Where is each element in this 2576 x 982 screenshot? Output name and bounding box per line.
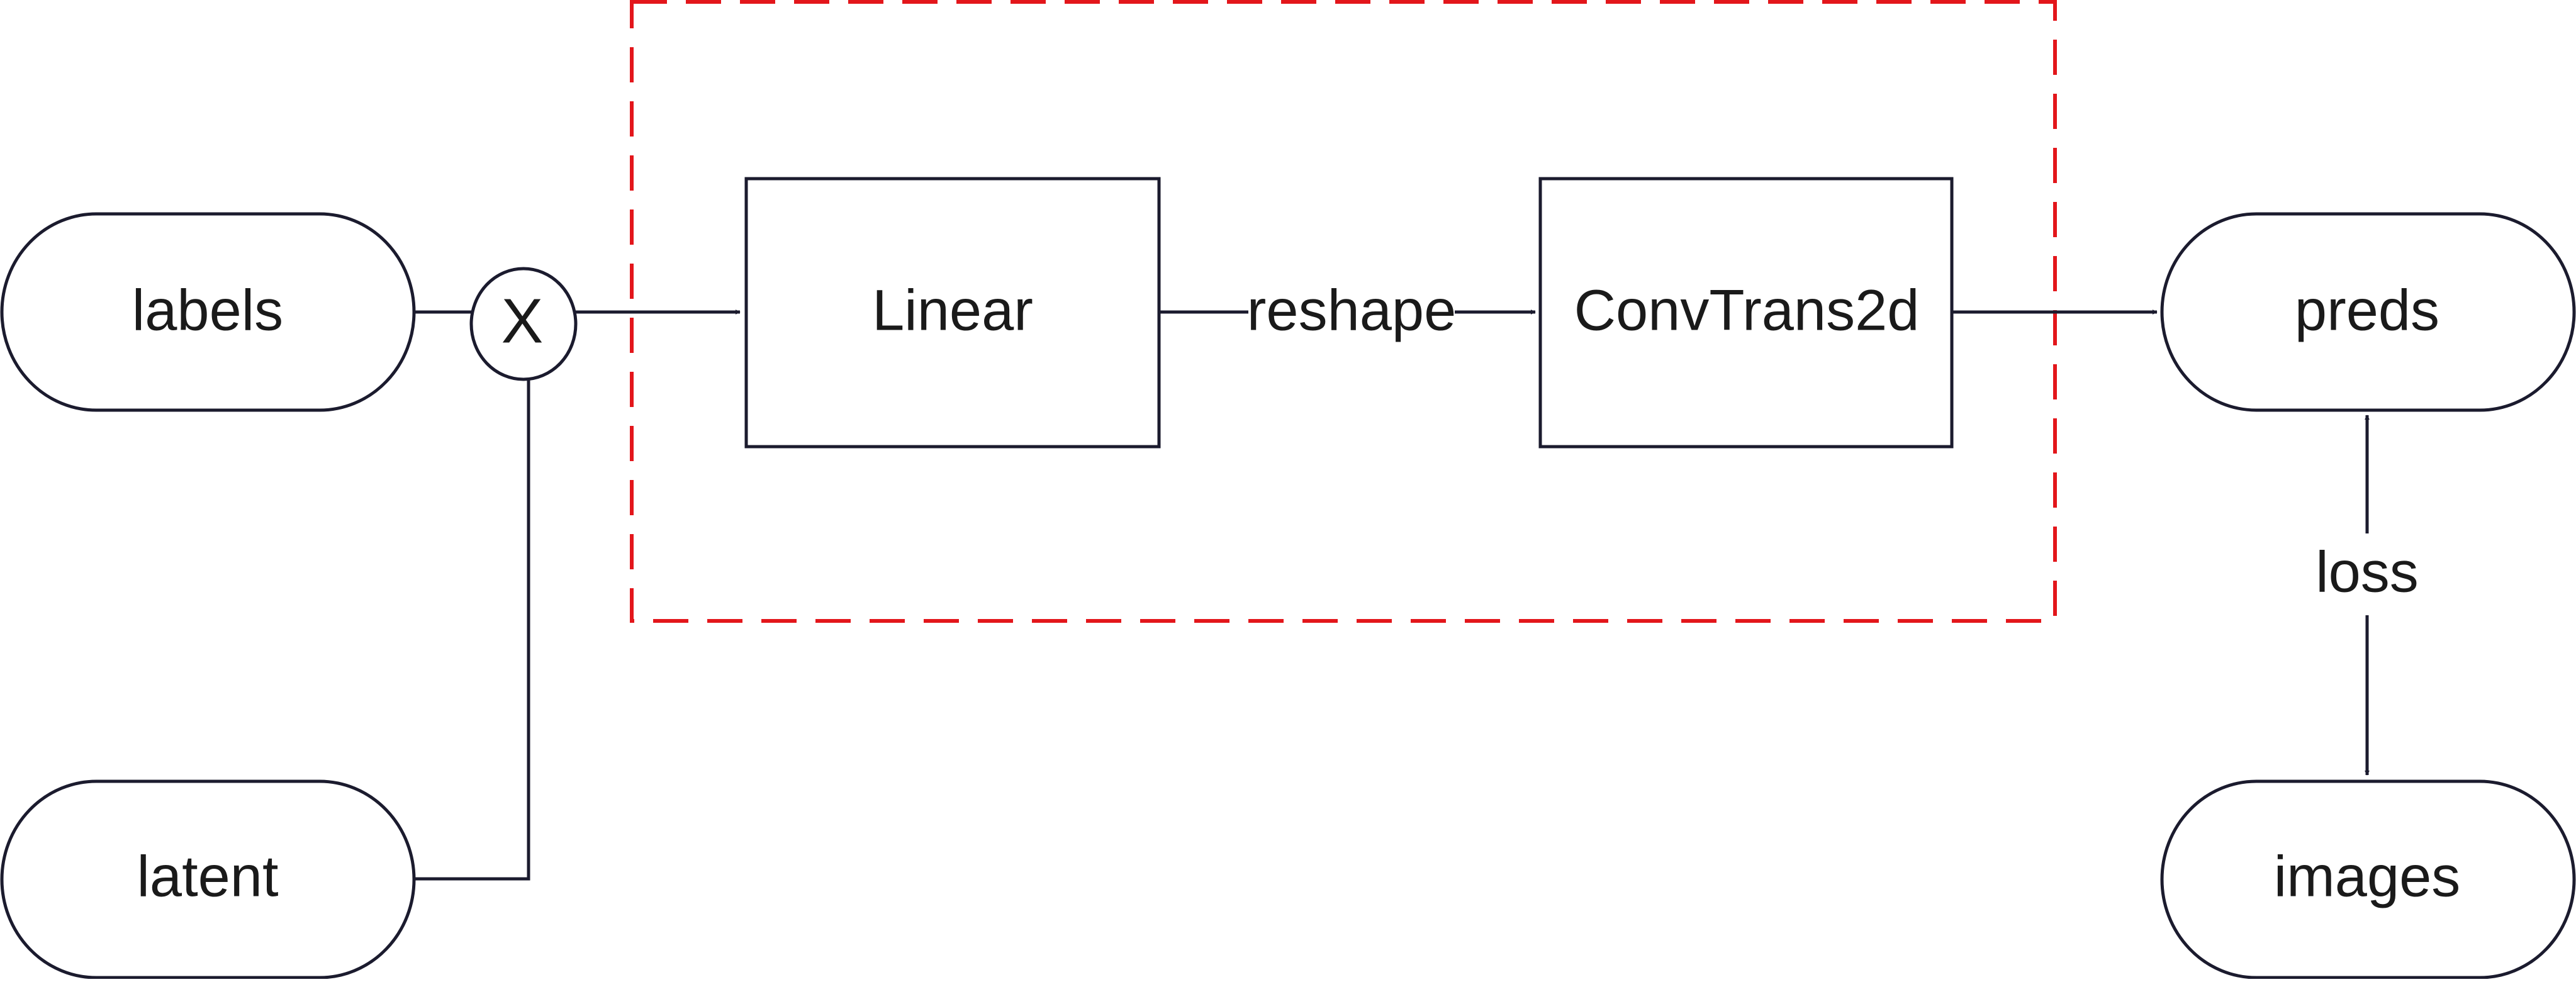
convtrans-node <box>1538 177 1954 449</box>
multiply-node-label: X <box>501 286 544 356</box>
linear-node <box>744 177 1161 449</box>
latent-node-label: latent <box>137 844 278 908</box>
reshape-edge-label: reshape <box>1247 278 1456 342</box>
edge-latent-to-multiply <box>414 379 530 881</box>
preds-node-label: preds <box>2295 278 2439 342</box>
loss-edge-label: loss <box>2316 540 2419 604</box>
latent-node <box>0 779 416 979</box>
convtrans-node-label: ConvTrans2d <box>1574 278 1920 342</box>
multiply-node <box>469 267 578 381</box>
labels-node <box>0 212 416 412</box>
images-node <box>2160 779 2576 979</box>
labels-node-label: labels <box>132 278 283 342</box>
linear-node-label: Linear <box>872 278 1033 342</box>
images-node-label: images <box>2274 844 2461 908</box>
preds-node <box>2160 212 2576 412</box>
